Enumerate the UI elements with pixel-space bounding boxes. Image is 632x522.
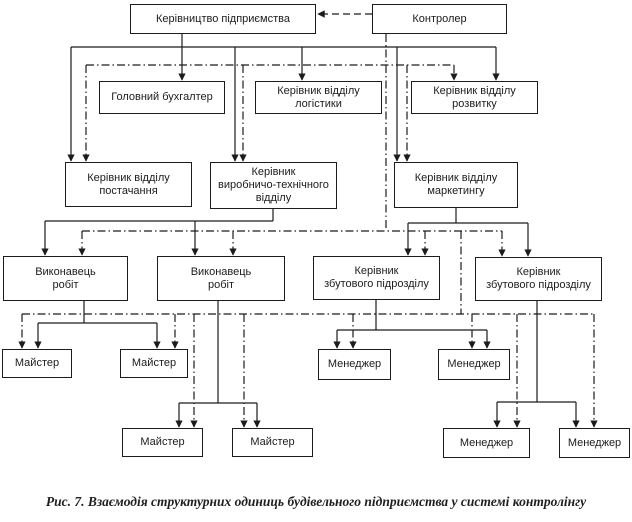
node-supply-head: Керівник відділу постачання [65, 162, 192, 207]
node-manager-2: Менеджер [438, 349, 510, 380]
node-production-technical-head: Керівник виробничо-технічного відділу [210, 162, 337, 209]
node-master-1: Майстер [2, 349, 72, 378]
node-chief-accountant: Головний бухгалтер [99, 81, 225, 114]
node-sales-unit-head-2: Керівник збутового підрозділу [475, 257, 602, 301]
dashdot-links [18, 34, 598, 428]
node-logistics-head: Керівник відділу логістики [255, 81, 382, 114]
node-master-4: Майстер [232, 428, 313, 457]
node-works-executor-2: Виконавець робіт [157, 256, 285, 301]
node-sales-unit-head-1: Керівник збутового підрозділу [313, 256, 440, 300]
node-manager-4: Менеджер [559, 428, 630, 458]
node-controller: Контролер [372, 4, 507, 34]
figure-caption: Рис. 7. Взаємодія структурних одиниць бу… [45, 494, 587, 509]
node-manager-1: Менеджер [318, 349, 391, 380]
node-management: Керівництво підприємства [130, 4, 316, 34]
node-development-head: Керівник відділу розвитку [411, 81, 538, 114]
node-works-executor-1: Виконавець робіт [3, 256, 128, 301]
node-master-2: Майстер [120, 349, 188, 378]
node-manager-3: Менеджер [443, 428, 530, 458]
node-marketing-head: Керівник відділу маркетингу [394, 162, 518, 208]
solid-links [34, 34, 580, 428]
node-master-3: Майстер [122, 428, 203, 457]
